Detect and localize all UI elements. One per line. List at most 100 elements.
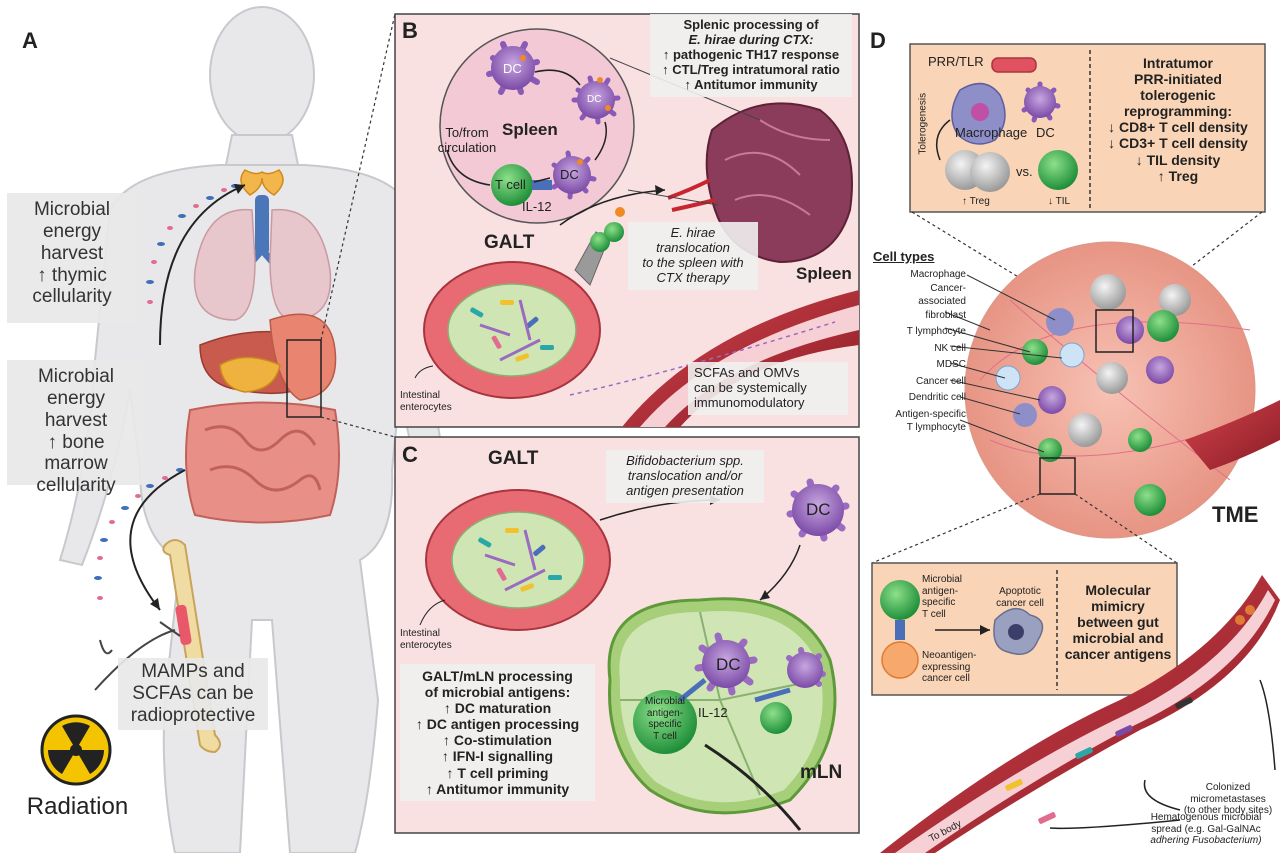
apoptotic-line: Apoptotic <box>999 586 1041 597</box>
mimicry-right-line: Molecular <box>1085 582 1151 598</box>
microbial-t-line: antigen- <box>646 707 684 719</box>
t-cell-mimicry <box>880 580 920 620</box>
dc-cell-b3 <box>551 150 597 200</box>
splenic-line: ↑ CTL/Treg intratumoral ratio <box>662 61 840 77</box>
mimicry-line: specific <box>922 597 956 608</box>
panel-label-b: B <box>402 18 418 43</box>
processing-line: ↑ Co-stimulation <box>443 732 552 749</box>
radiation-icon <box>40 714 112 786</box>
mimicry-line: antigen- <box>922 585 959 597</box>
zoom-lines-d2 <box>871 493 1178 564</box>
mamps-line: SCFAs can be <box>132 682 254 704</box>
translocation-box: E. hirae translocation to the spleen wit… <box>628 222 758 290</box>
splenic-line: ↑ Antitumor immunity <box>684 76 818 92</box>
dc-label-b1: DC <box>503 61 522 76</box>
thyroid-icon <box>240 169 284 196</box>
processing-line: of microbial antigens: <box>424 684 571 701</box>
panel-label-c: C <box>402 442 418 467</box>
intestines-icon <box>185 401 340 524</box>
enterocytes-line: enterocytes <box>400 639 452 651</box>
cell-type-item: Cancer- <box>930 282 966 294</box>
enterocytes-label-b: Intestinal enterocytes <box>400 390 452 413</box>
treg-cells-d <box>945 150 1010 192</box>
cell-type-item: T lymphocyte <box>906 422 966 433</box>
enterocyte-pointer-c <box>419 599 446 626</box>
hematogenous-line: Hematogenous microbial <box>1150 812 1262 823</box>
zoom-box-gut <box>286 339 322 418</box>
galt-mln-processing-box: GALT/mLN processing of microbial antigen… <box>400 664 595 801</box>
splenic-line: Splenic processing of <box>683 17 819 32</box>
scfa-omv-box: SCFAs and OMVs can be systemically immun… <box>688 362 848 415</box>
hematogenous-line: spread (e.g. Gal-GalNAc <box>1151 823 1261 835</box>
cell-type-leader-lines <box>944 274 1063 453</box>
radiation-label: Radiation <box>26 793 129 820</box>
t-cell-b <box>491 164 533 206</box>
neoantigen-line: cancer cell <box>922 673 970 684</box>
cell-type-item: associated <box>918 296 966 307</box>
enterocytes-line: Intestinal <box>400 628 441 639</box>
mln-label: mLN <box>800 762 843 783</box>
til-label-d: ↓ TIL <box>1048 196 1071 207</box>
intratumor-line: reprogramming: <box>1123 103 1233 120</box>
prr-microbe-icon <box>991 57 1037 73</box>
dc-cell-c <box>786 478 850 542</box>
mimicry-right-line: microbial and <box>1072 630 1164 647</box>
translocation-line: to the spleen with <box>642 254 744 270</box>
circulation-line: To/from <box>445 125 489 140</box>
colonized-label: Colonized micrometastases (to other body… <box>1178 782 1278 817</box>
cell-types-legend: Macrophage Cancer- associated fibroblast… <box>854 268 966 435</box>
inhibit-line-a <box>94 629 176 691</box>
arrow-tolerogenesis <box>935 119 951 161</box>
mamps-line: MAMPs and <box>141 661 245 682</box>
arrows-spleen-cycle <box>446 69 607 186</box>
spleen-organ-label: Spleen <box>796 264 852 283</box>
mimicry-t-cell-label: Microbial antigen- specific T cell <box>922 574 962 620</box>
circulation-label: To/from circulation <box>432 125 502 156</box>
dc-label-b3: DC <box>560 167 579 182</box>
zoom-box-tumor-top <box>1095 309 1134 353</box>
cell-type-item: T lymphocyte <box>906 326 966 337</box>
scfa-line: can be systemically <box>694 379 807 395</box>
cell-type-item: Macrophage <box>910 269 966 280</box>
til-cell-d <box>1038 150 1078 190</box>
mimicry-right-line: cancer antigens <box>1064 646 1172 663</box>
translocation-line: CTX therapy <box>656 269 730 285</box>
tolerogenesis-label: Tolerogenesis <box>917 92 929 155</box>
tumor-vessel <box>1185 400 1280 470</box>
translocation-line: E. hirae <box>670 225 716 240</box>
intratumor-line: ↓ TIL density <box>1135 151 1221 168</box>
circulation-line: circulation <box>437 139 497 155</box>
radioprotective-box: MAMPs and SCFAs can be radioprotective <box>118 658 268 730</box>
tumor-mass <box>964 241 1256 539</box>
microbial-t-line: Microbial <box>644 696 685 707</box>
il12-label-c: IL-12 <box>698 705 728 720</box>
apoptotic-label: Apoptotic cancer cell <box>985 586 1055 609</box>
arrow-ln-out <box>704 743 802 831</box>
galt-ring-b <box>423 261 601 399</box>
neoantigen-line: expressing <box>922 661 971 673</box>
microbes-lumen-c <box>478 528 562 592</box>
thymic-line: Microbial <box>33 199 111 220</box>
apoptotic-cell <box>993 607 1044 655</box>
dc-label-d: DC <box>1036 125 1055 140</box>
mimicry-right-line: mimicry <box>1091 598 1145 615</box>
panel-label-a: A <box>22 28 38 53</box>
thymic-line: ↑ thymic <box>37 264 107 286</box>
spleen-inset-label: Spleen <box>502 120 558 139</box>
prr-tlr-label: PRR/TLR <box>928 54 984 69</box>
dc-label-c: DC <box>806 500 831 519</box>
processing-line: ↑ IFN-I signalling <box>441 748 554 765</box>
intratumor-reprogramming-box: Intratumor PRR-initiated tolerogenic rep… <box>1094 55 1262 184</box>
colonized-line: micrometastases <box>1190 793 1266 805</box>
enterocytes-label-c: Intestinal enterocytes <box>400 628 452 651</box>
tcell-label-b: T cell <box>495 177 526 192</box>
dc-cell-ln <box>694 632 758 696</box>
enterocytes-line: Intestinal <box>400 390 441 401</box>
neoantigen-cell <box>881 641 919 679</box>
galt-ring-c <box>425 489 611 631</box>
galt-label-b: GALT <box>484 232 535 253</box>
t-cell-ln <box>633 690 697 754</box>
vs-label: vs. <box>1016 164 1033 179</box>
intratumor-line: tolerogenic <box>1140 87 1216 104</box>
microbial-t-label-c: Microbial antigen- specific T cell <box>640 696 690 742</box>
